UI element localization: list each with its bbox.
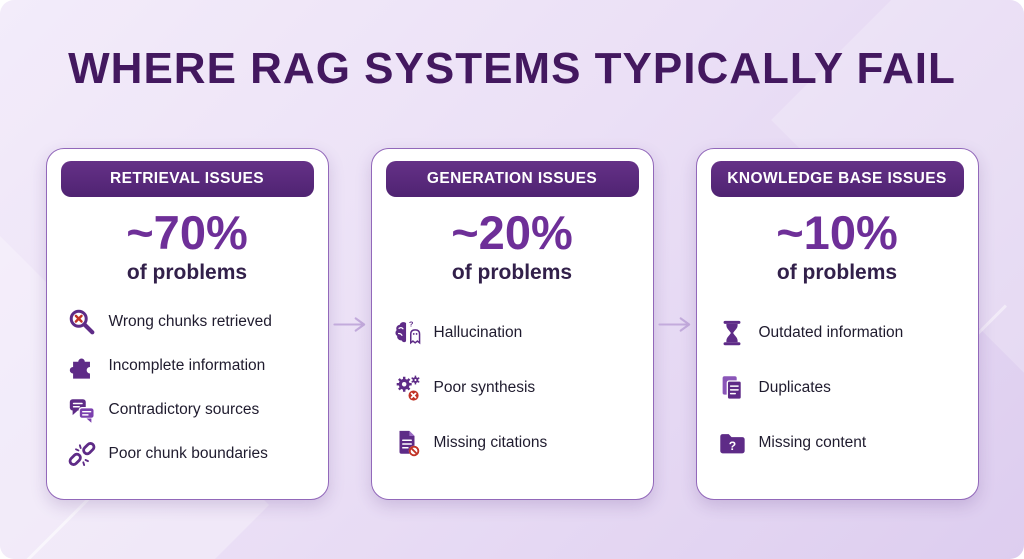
stat-value: ~10% bbox=[776, 206, 898, 259]
item-label: Poor synthesis bbox=[433, 379, 536, 396]
card-header-banner: GENERATION ISSUES bbox=[385, 161, 639, 197]
item-label: Duplicates bbox=[758, 379, 831, 396]
issue-list: Outdated information Duplicates bbox=[711, 293, 964, 483]
stat-caption: of problems bbox=[776, 261, 898, 284]
stat-caption: of problems bbox=[126, 261, 248, 284]
gears-error-icon bbox=[392, 373, 422, 403]
duplicate-docs-icon bbox=[717, 373, 747, 403]
list-item: Wrong chunks retrieved bbox=[67, 307, 314, 337]
svg-text:?: ? bbox=[728, 439, 735, 453]
flow-arrow-icon bbox=[332, 316, 367, 333]
list-item: Outdated information bbox=[717, 318, 964, 348]
item-label: Missing content bbox=[758, 434, 867, 451]
list-item: Duplicates bbox=[717, 373, 964, 403]
list-item: Contradictory sources bbox=[67, 395, 314, 425]
folder-question-icon: ? bbox=[717, 428, 747, 458]
cards-row: RETRIEVAL ISSUES ~70% of problems Wrong … bbox=[0, 148, 1024, 500]
page-title: WHERE RAG SYSTEMS TYPICALLY FAIL bbox=[68, 44, 956, 93]
list-item: Poor synthesis bbox=[392, 373, 639, 403]
list-item: Poor chunk boundaries bbox=[67, 439, 314, 469]
item-label: Wrong chunks retrieved bbox=[108, 313, 272, 330]
broken-chain-icon bbox=[67, 439, 97, 469]
magnifier-error-icon bbox=[67, 307, 97, 337]
card-header-banner: RETRIEVAL ISSUES bbox=[60, 161, 314, 197]
item-label: Missing citations bbox=[433, 434, 548, 451]
flow-arrow-icon bbox=[657, 316, 692, 333]
svg-text:?: ? bbox=[408, 319, 413, 328]
card-knowledge-base-issues: KNOWLEDGE BASE ISSUES ~10% of problems bbox=[695, 148, 979, 500]
list-item: Incomplete information bbox=[67, 351, 314, 381]
list-item: ? Hallucination bbox=[392, 318, 639, 348]
item-label: Incomplete information bbox=[108, 357, 266, 374]
item-label: Poor chunk boundaries bbox=[108, 445, 268, 462]
item-label: Contradictory sources bbox=[108, 401, 260, 418]
list-item: ? Missing content bbox=[717, 428, 964, 458]
item-label: Hallucination bbox=[433, 324, 523, 341]
item-label: Outdated information bbox=[758, 324, 904, 341]
puzzle-icon bbox=[67, 351, 97, 381]
issue-list: ? Hallucination bbox=[386, 293, 639, 483]
hourglass-icon bbox=[717, 318, 747, 348]
document-blocked-icon bbox=[392, 428, 422, 458]
stat-caption: of problems bbox=[451, 261, 573, 284]
card-generation-issues: GENERATION ISSUES ~20% of problems ? bbox=[370, 148, 654, 500]
card-retrieval-issues: RETRIEVAL ISSUES ~70% of problems Wrong … bbox=[45, 148, 329, 500]
list-item: Missing citations bbox=[392, 428, 639, 458]
issue-list: Wrong chunks retrieved Incomplete inform… bbox=[61, 293, 314, 483]
stat-value: ~20% bbox=[451, 206, 573, 259]
speech-bubbles-icon bbox=[67, 395, 97, 425]
brain-ghost-icon: ? bbox=[392, 318, 422, 348]
card-header-banner: KNOWLEDGE BASE ISSUES bbox=[710, 161, 964, 197]
stat-value: ~70% bbox=[126, 206, 248, 259]
